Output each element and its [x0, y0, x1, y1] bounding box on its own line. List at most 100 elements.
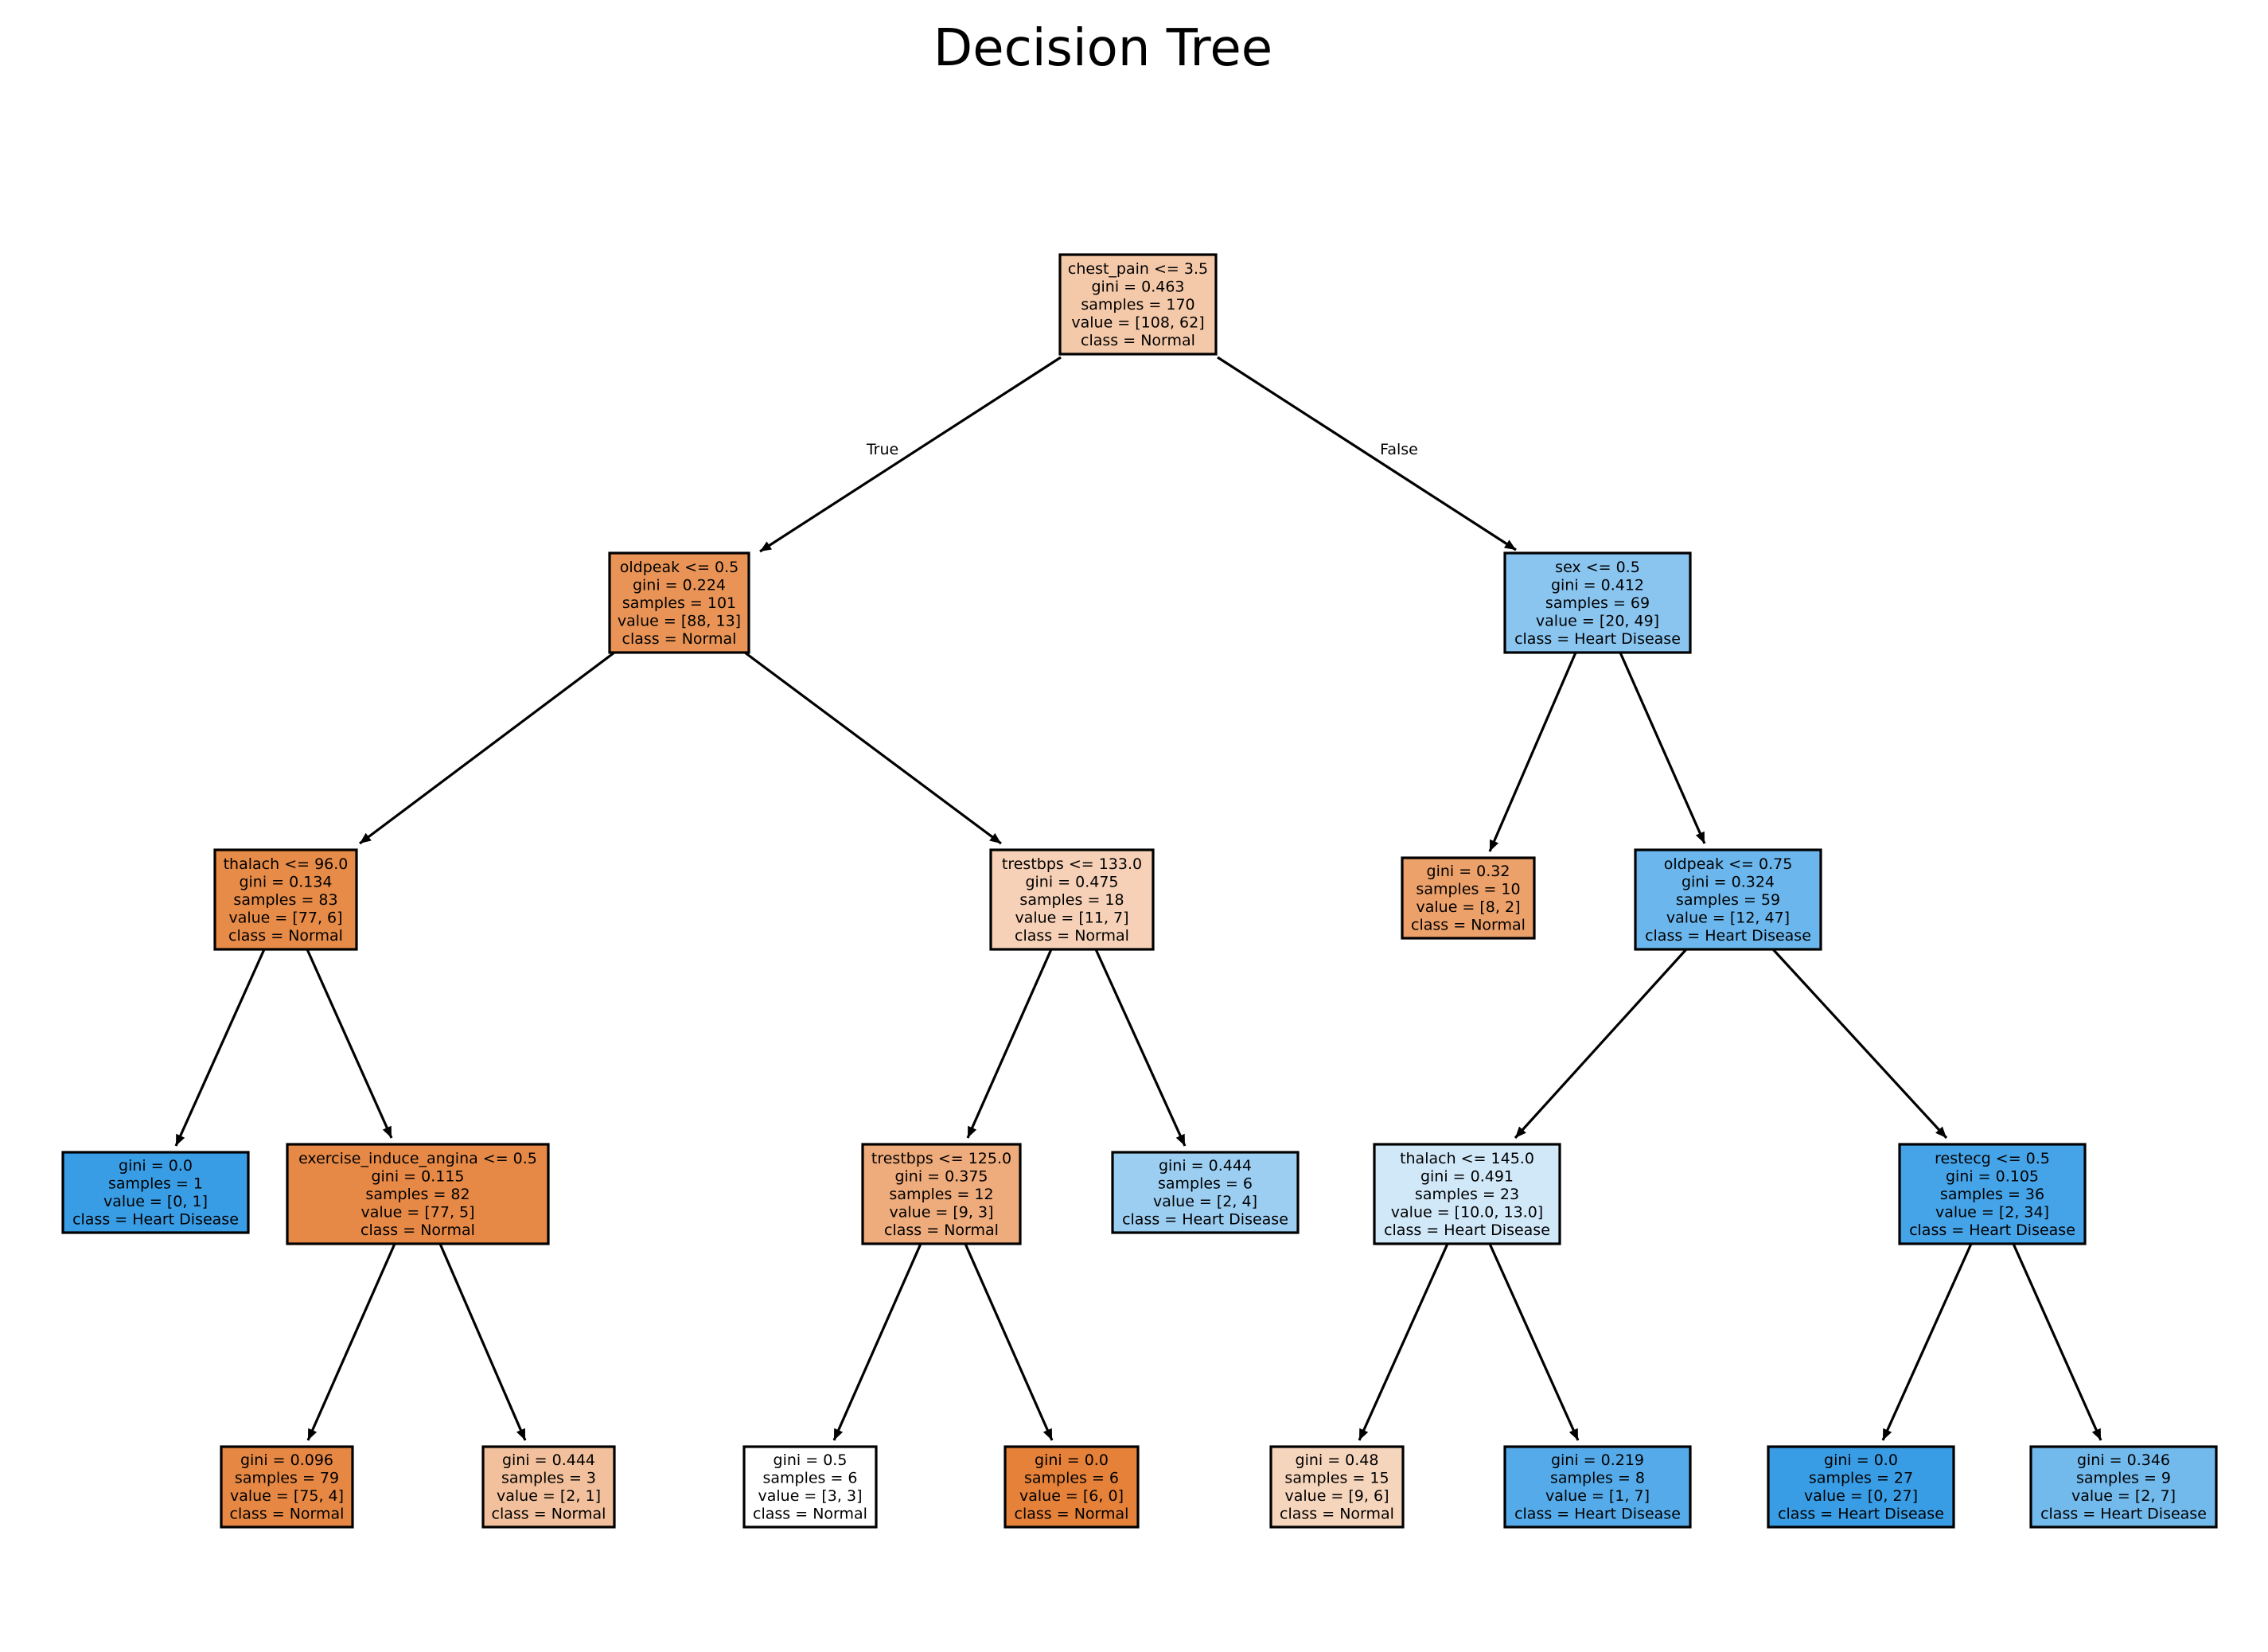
node-box	[742, 1445, 878, 1529]
node-line: class = Normal	[230, 1506, 345, 1523]
node-box	[1058, 253, 1218, 356]
node-line: class = Normal	[1280, 1506, 1394, 1523]
arrowhead-n18-n20	[2091, 1428, 2101, 1440]
node-line: oldpeak <= 0.75	[1664, 855, 1793, 873]
node-line: samples = 83	[233, 891, 337, 909]
node-line: samples = 69	[1545, 594, 1650, 612]
arrowhead-n0-n12	[1503, 540, 1516, 550]
node-line: class = Normal	[1015, 927, 1129, 945]
node-box	[220, 1445, 354, 1529]
node-line: value = [2, 34]	[1935, 1203, 2049, 1221]
edge-n4-n5	[306, 1243, 396, 1441]
node-line: gini = 0.0	[119, 1157, 193, 1175]
node-line: samples = 23	[1415, 1186, 1519, 1203]
node-line: thalach <= 96.0	[224, 855, 349, 873]
node-line: value = [2, 4]	[1153, 1193, 1257, 1210]
edge-n2-n3	[174, 949, 266, 1147]
edge-n0-n1	[759, 356, 1062, 553]
edge-n8-n9	[832, 1243, 922, 1441]
node-box	[608, 551, 750, 654]
arrowhead-n15-n17	[1569, 1428, 1578, 1440]
arrowhead-n14-n15	[1515, 1126, 1526, 1138]
node-line: class = Heart Disease	[1514, 630, 1681, 648]
node-box	[2029, 1445, 2218, 1529]
node-line: class = Normal	[1015, 1506, 1129, 1523]
node-line: value = [108, 62]	[1071, 314, 1204, 331]
node-box	[1503, 1445, 1692, 1529]
node-line: samples = 101	[622, 594, 736, 612]
node-line: samples = 36	[1940, 1186, 2044, 1203]
arrowhead-n7-n8	[968, 1125, 977, 1138]
node-line: samples = 6	[1024, 1470, 1119, 1487]
node-line: value = [3, 3]	[758, 1487, 863, 1505]
node-line: samples = 10	[1416, 881, 1520, 898]
node-line: value = [2, 1]	[497, 1487, 601, 1505]
node-box	[1373, 1143, 1561, 1245]
edge-n14-n18	[1771, 948, 1948, 1140]
node-line: value = [10.0, 13.0]	[1391, 1203, 1543, 1221]
node-line: value = [11, 7]	[1015, 909, 1128, 926]
node-line: class = Normal	[753, 1506, 867, 1523]
node-line: oldpeak <= 0.5	[620, 559, 739, 576]
node-line: gini = 0.096	[240, 1451, 333, 1469]
arrowhead-n18-n19	[1883, 1428, 1892, 1440]
node-box	[1401, 856, 1536, 940]
edge-n18-n20	[2012, 1243, 2102, 1441]
node-box	[861, 1143, 1022, 1245]
node-line: value = [88, 13]	[618, 612, 741, 629]
edge-n1-n7	[744, 651, 1002, 845]
node-line: class = Heart Disease	[1909, 1221, 2075, 1239]
node-box	[989, 848, 1155, 951]
node-line: gini = 0.324	[1682, 873, 1775, 890]
edge-n12-n14	[1619, 652, 1706, 844]
node-line: samples = 6	[1158, 1175, 1253, 1193]
node-line: gini = 0.5	[774, 1451, 848, 1469]
node-line: gini = 0.115	[371, 1167, 464, 1185]
node-line: class = Heart Disease	[1122, 1211, 1288, 1229]
node-line: value = [0, 1]	[103, 1193, 208, 1210]
arrowhead-n12-n13	[1490, 839, 1499, 851]
chart-title: Decision Tree	[933, 19, 1272, 78]
node-line: gini = 0.48	[1296, 1451, 1379, 1469]
edge-label-true: True	[866, 441, 898, 458]
node-line: class = Heart Disease	[1645, 927, 1811, 945]
node-line: class = Normal	[884, 1221, 999, 1239]
node-line: value = [6, 0]	[1019, 1487, 1124, 1505]
node-box	[286, 1143, 550, 1245]
node-box	[1898, 1143, 2087, 1245]
node-line: value = [8, 2]	[1417, 898, 1521, 916]
arrowhead-n1-n2	[360, 832, 372, 844]
node-box	[1269, 1445, 1405, 1529]
node-line: gini = 0.134	[239, 873, 332, 890]
node-line: class = Heart Disease	[72, 1211, 239, 1229]
node-line: trestbps <= 133.0	[1002, 855, 1142, 873]
edge-n7-n11	[1094, 949, 1187, 1147]
node-line: gini = 0.219	[1551, 1451, 1644, 1469]
edge-n4-n6	[438, 1243, 527, 1441]
node-box	[1111, 1151, 1300, 1234]
node-line: gini = 0.475	[1025, 873, 1118, 890]
node-line: gini = 0.444	[1159, 1157, 1252, 1175]
node-line: gini = 0.224	[633, 576, 726, 594]
node-line: exercise_induce_angina <= 0.5	[298, 1150, 537, 1167]
node-line: gini = 0.0	[1035, 1451, 1109, 1469]
node-line: class = Normal	[1411, 917, 1526, 934]
arrowhead-n14-n18	[1935, 1126, 1947, 1138]
node-line: value = [77, 6]	[228, 909, 342, 926]
node-line: thalach <= 145.0	[1400, 1150, 1534, 1167]
edge-n18-n19	[1881, 1243, 1973, 1441]
edge-label-false: False	[1380, 441, 1418, 458]
edge-n7-n8	[966, 949, 1053, 1139]
node-line: gini = 0.105	[1946, 1167, 2039, 1185]
edge-n2-n4	[306, 949, 393, 1139]
node-line: class = Heart Disease	[1514, 1506, 1681, 1523]
